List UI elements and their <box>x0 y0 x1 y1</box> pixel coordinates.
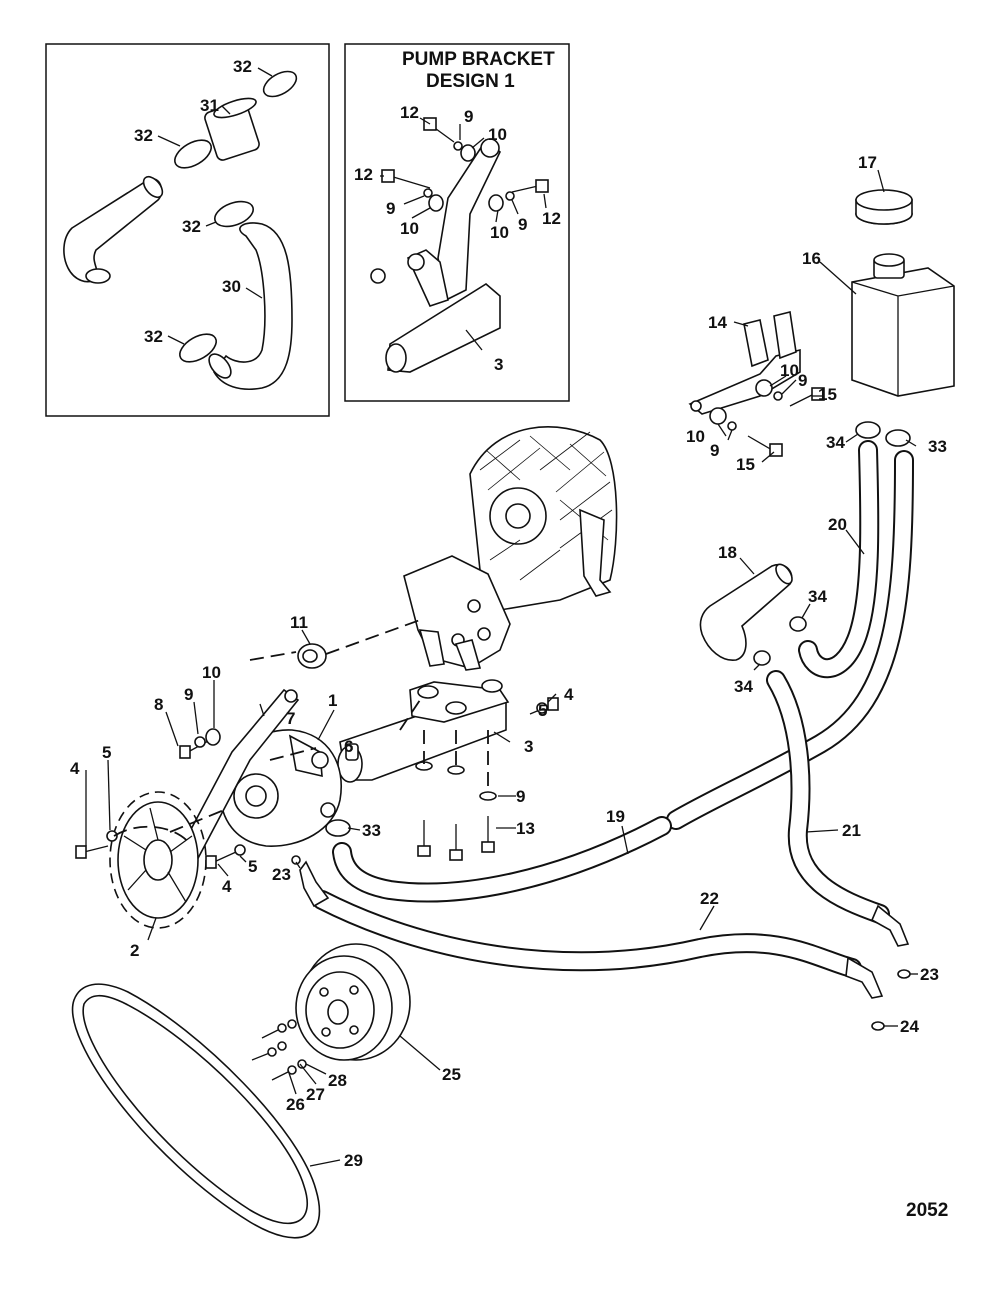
figure-number: 2052 <box>906 1200 948 1221</box>
callout-9: 9 <box>184 685 193 704</box>
callout-24: 24 <box>900 1017 919 1036</box>
callout-4: 4 <box>70 759 80 778</box>
part-16-reservoir <box>851 253 955 397</box>
part-17-reservoir-cap <box>855 189 913 225</box>
inset-title-line-1: PUMP BRACKET <box>402 49 555 70</box>
part-32-clamps-inset <box>174 70 298 363</box>
pump-mounting-bracket <box>403 555 511 671</box>
callout-23: 23 <box>272 865 291 884</box>
callout-32: 32 <box>144 327 163 346</box>
part-31-coupler <box>204 97 260 161</box>
part-15-bolts <box>709 379 825 457</box>
callout-2: 2 <box>130 941 139 960</box>
part-19-supply-hose <box>332 450 914 903</box>
callout-33: 33 <box>362 821 381 840</box>
callout-10: 10 <box>780 361 799 380</box>
callout-10: 10 <box>202 663 221 682</box>
part-21-cooler-hose <box>766 670 910 947</box>
o-rings-23-24 <box>871 969 911 1031</box>
part-22-pressure-hose <box>299 860 884 999</box>
fasteners-main <box>75 697 559 869</box>
callout-9: 9 <box>710 441 719 460</box>
callout-5: 5 <box>248 857 257 876</box>
callout-32: 32 <box>233 57 252 76</box>
callout-19: 19 <box>606 807 625 826</box>
engine-block <box>469 426 618 611</box>
callout-5: 5 <box>538 701 547 720</box>
callout-4: 4 <box>222 877 232 896</box>
callout-18: 18 <box>718 543 737 562</box>
callout-8: 8 <box>154 695 163 714</box>
callout-9: 9 <box>464 107 473 126</box>
part-18-cooler-inset <box>63 175 164 284</box>
hose-clamps-main <box>291 421 911 865</box>
part-3-bracket-main <box>337 679 510 783</box>
leader-lines <box>85 67 918 1167</box>
part-18-fluid-cooler <box>699 563 793 661</box>
part-6-dowel <box>345 743 359 761</box>
callout-10: 10 <box>488 125 507 144</box>
callout-30: 30 <box>222 277 241 296</box>
callout-34: 34 <box>826 433 845 452</box>
pulley-fasteners-26-28 <box>251 1019 307 1081</box>
callout-12: 12 <box>400 103 419 122</box>
part-30-hose <box>208 222 293 390</box>
callout-9: 9 <box>386 199 395 218</box>
part-29-drive-belt <box>71 983 321 1239</box>
callout-labels: 32 31 32 32 30 32 12 9 10 12 9 10 10 9 1… <box>70 57 947 1170</box>
callout-4: 4 <box>564 685 574 704</box>
callout-10: 10 <box>686 427 705 446</box>
callout-17: 17 <box>858 153 877 172</box>
callout-23: 23 <box>920 965 939 984</box>
part-20-return-hose <box>798 440 880 679</box>
part-9-10-washers-inset <box>423 141 515 212</box>
callout-31: 31 <box>200 96 219 115</box>
callout-3: 3 <box>494 355 503 374</box>
callout-25: 25 <box>442 1065 461 1084</box>
callout-26: 26 <box>286 1095 305 1114</box>
callout-27: 27 <box>306 1085 325 1104</box>
callout-1: 1 <box>328 691 337 710</box>
callout-6: 6 <box>344 737 353 756</box>
callout-9: 9 <box>516 787 525 806</box>
part-25-crankshaft-pulley <box>295 943 411 1061</box>
inset-hose-frame <box>45 43 330 417</box>
callout-34: 34 <box>808 587 827 606</box>
callout-16: 16 <box>802 249 821 268</box>
callout-12: 12 <box>354 165 373 184</box>
callout-29: 29 <box>344 1151 363 1170</box>
part-3-bracket-inset <box>370 138 501 373</box>
callout-15: 15 <box>736 455 755 474</box>
callout-9: 9 <box>798 371 807 390</box>
inset-pump-bracket-frame <box>344 43 570 402</box>
assembly-lines <box>113 619 489 845</box>
callout-10: 10 <box>400 219 419 238</box>
callout-22: 22 <box>700 889 719 908</box>
part-11-spacer <box>297 643 327 669</box>
callout-15: 15 <box>818 385 837 404</box>
callout-32: 32 <box>134 126 153 145</box>
callout-28: 28 <box>328 1071 347 1090</box>
callout-9: 9 <box>518 215 527 234</box>
callout-21: 21 <box>842 821 861 840</box>
callout-10: 10 <box>490 223 509 242</box>
inset-title-line-2: DESIGN 1 <box>426 71 515 92</box>
callout-33: 33 <box>928 437 947 456</box>
callout-14: 14 <box>708 313 727 332</box>
callout-11: 11 <box>290 613 308 632</box>
callout-5: 5 <box>102 743 111 762</box>
callout-13: 13 <box>516 819 535 838</box>
callout-12: 12 <box>542 209 561 228</box>
callout-7: 7 <box>286 709 295 728</box>
callout-32: 32 <box>182 217 201 236</box>
callout-3: 3 <box>524 737 533 756</box>
part-2-pump-pulley <box>109 791 207 929</box>
callout-34: 34 <box>734 677 753 696</box>
callout-20: 20 <box>828 515 847 534</box>
